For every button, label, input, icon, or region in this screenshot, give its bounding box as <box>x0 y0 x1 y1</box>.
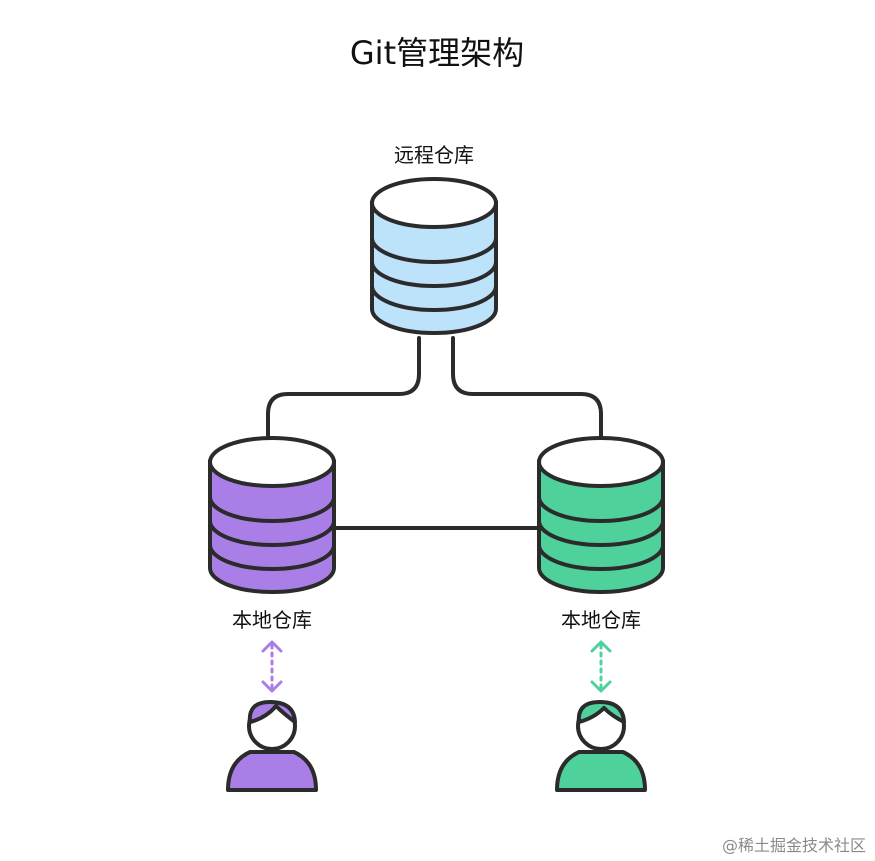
remote-db-body <box>370 201 498 335</box>
local-repo-left-label: 本地仓库 <box>232 608 312 632</box>
remote-repo-label: 远程仓库 <box>394 143 474 167</box>
diagram-title: Git管理架构 <box>350 34 524 72</box>
local-repo-right-database <box>537 436 665 594</box>
local-right-db-body <box>537 460 665 594</box>
connector-remote-to-right <box>451 336 603 444</box>
double-arrow-right <box>590 640 612 693</box>
local-repo-left-database <box>208 436 336 594</box>
remote-repo-database <box>370 177 498 335</box>
user-left-body <box>226 750 318 792</box>
connector-remote-to-left <box>266 336 421 444</box>
user-right-body <box>555 750 647 792</box>
user-icon <box>226 700 318 792</box>
watermark-text: @稀土掘金技术社区 <box>722 836 866 855</box>
user-right-hair <box>576 700 626 724</box>
local-left-db-top <box>208 436 336 488</box>
remote-db-top <box>370 177 498 229</box>
local-right-db-top <box>537 436 665 488</box>
local-left-db-body <box>208 460 336 594</box>
user-left-hair <box>247 700 297 724</box>
local-repo-right-label: 本地仓库 <box>561 608 641 632</box>
double-arrow-left <box>261 640 283 693</box>
connectors <box>266 336 603 530</box>
user-icon <box>555 700 647 792</box>
